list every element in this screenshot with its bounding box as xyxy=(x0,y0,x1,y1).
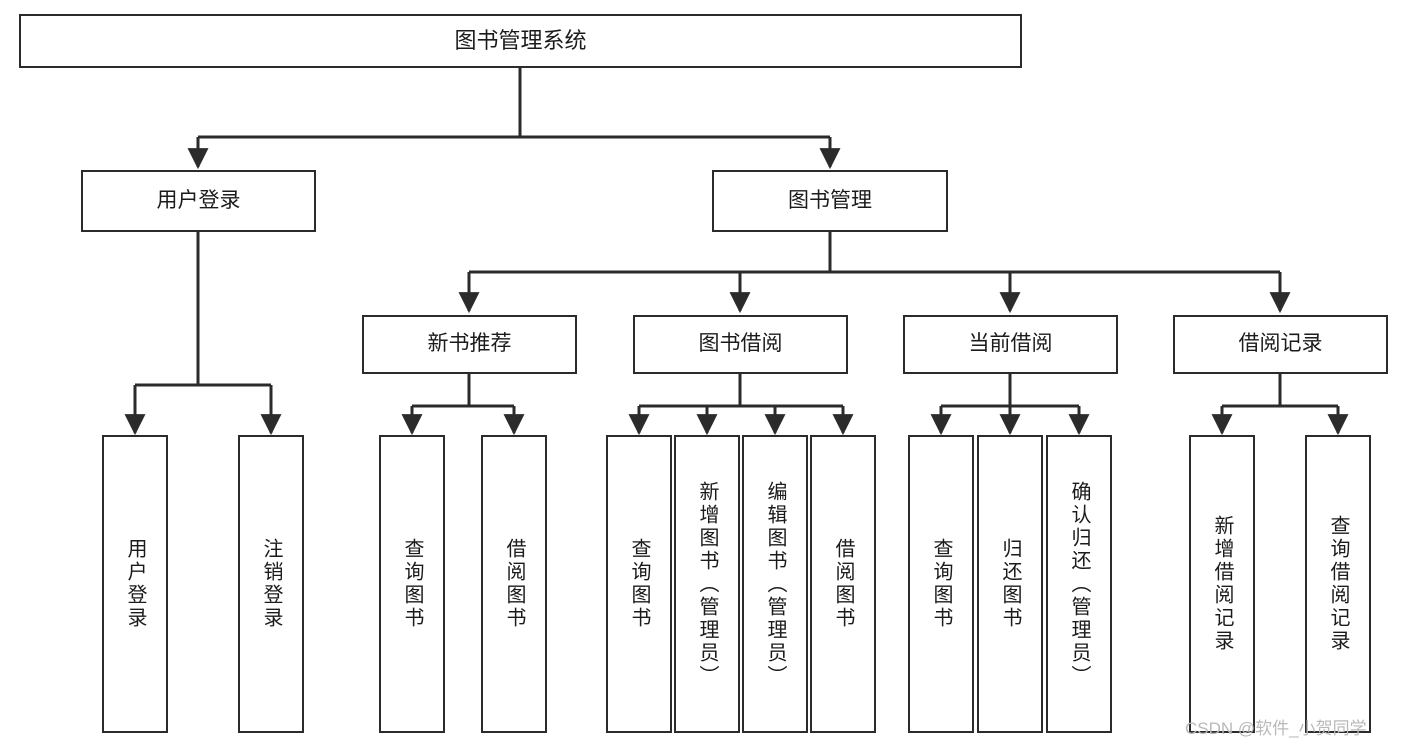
leaf-record-add-borrow-record[interactable]: 新增借阅记录 xyxy=(1189,435,1255,733)
node-book-borrowing[interactable]: 图书借阅 xyxy=(633,315,848,374)
node-label: 编辑图书（管理员） xyxy=(764,480,786,688)
leaf-current-confirm-return-admin[interactable]: 确认归还（管理员） xyxy=(1046,435,1112,733)
node-label: 借阅图书 xyxy=(832,538,854,630)
leaf-borrowing-borrow-book[interactable]: 借阅图书 xyxy=(810,435,876,733)
node-current-borrowing[interactable]: 当前借阅 xyxy=(903,315,1118,374)
node-label: 图书管理系统 xyxy=(454,28,587,54)
leaf-recommendation-borrow-book[interactable]: 借阅图书 xyxy=(481,435,547,733)
node-book-management-system[interactable]: 图书管理系统 xyxy=(19,14,1022,68)
leaf-borrowing-add-book-admin[interactable]: 新增图书（管理员） xyxy=(674,435,740,733)
node-label: 当前借阅 xyxy=(968,332,1053,356)
leaf-borrowing-query-book[interactable]: 查询图书 xyxy=(606,435,672,733)
leaf-current-query-book[interactable]: 查询图书 xyxy=(908,435,974,733)
node-label: 新增图书（管理员） xyxy=(696,480,718,688)
leaf-current-return-book[interactable]: 归还图书 xyxy=(977,435,1043,733)
node-label: 确认归还（管理员） xyxy=(1068,480,1090,688)
node-label: 查询图书 xyxy=(628,538,650,630)
node-label: 归还图书 xyxy=(999,538,1021,630)
node-new-book-recommendation[interactable]: 新书推荐 xyxy=(362,315,577,374)
node-label: 查询借阅记录 xyxy=(1327,515,1349,653)
node-label: 注销登录 xyxy=(260,538,282,630)
node-user-login[interactable]: 用户登录 xyxy=(81,170,316,232)
leaf-user-logout[interactable]: 注销登录 xyxy=(238,435,304,733)
node-label: 图书借阅 xyxy=(698,332,783,356)
node-label: 新增借阅记录 xyxy=(1211,515,1233,653)
node-label: 查询图书 xyxy=(401,538,423,630)
leaf-user-login[interactable]: 用户登录 xyxy=(102,435,168,733)
node-label: 新书推荐 xyxy=(427,332,512,356)
node-label: 图书管理 xyxy=(788,188,872,212)
leaf-recommendation-query-book[interactable]: 查询图书 xyxy=(379,435,445,733)
node-label: 用户登录 xyxy=(124,538,146,630)
leaf-record-query-borrow-record[interactable]: 查询借阅记录 xyxy=(1305,435,1371,733)
node-borrowing-record[interactable]: 借阅记录 xyxy=(1173,315,1388,374)
node-label: 用户登录 xyxy=(156,188,241,212)
node-book-management[interactable]: 图书管理 xyxy=(712,170,948,232)
node-label: 借阅图书 xyxy=(503,538,525,630)
node-label: 查询图书 xyxy=(930,538,952,630)
node-label: 借阅记录 xyxy=(1238,332,1323,356)
leaf-borrowing-edit-book-admin[interactable]: 编辑图书（管理员） xyxy=(742,435,808,733)
